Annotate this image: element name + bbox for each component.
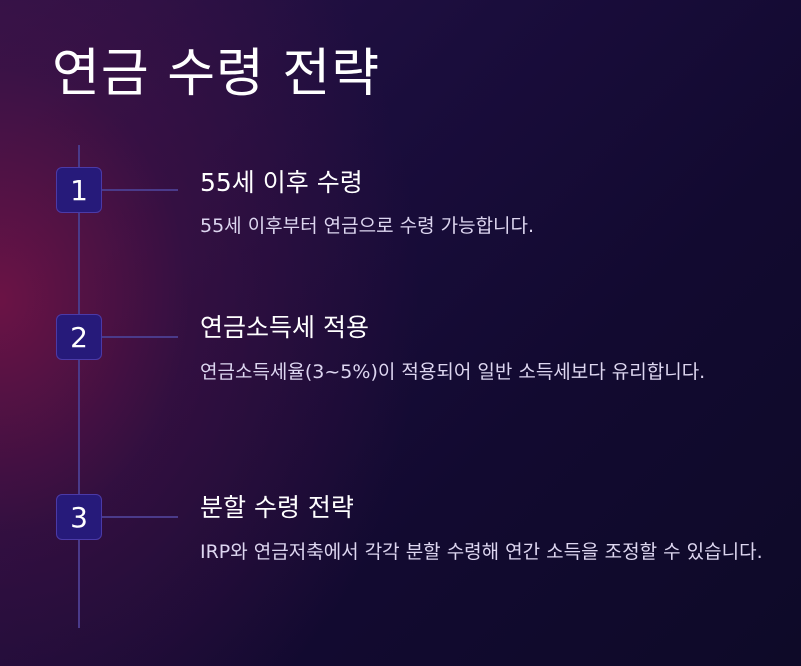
step-description: IRP와 연금저축에서 각각 분할 수령해 연간 소득을 조정할 수 있습니다. (200, 541, 763, 563)
step-connector (102, 516, 178, 518)
step-title: 연금소득세 적용 (200, 313, 369, 342)
step-title: 55세 이후 수령 (200, 168, 363, 197)
step-title: 분할 수령 전략 (200, 493, 354, 522)
page-title: 연금 수령 전략 (52, 44, 381, 104)
step-connector (102, 189, 178, 191)
step-description: 연금소득세율(3~5%)이 적용되어 일반 소득세보다 유리합니다. (200, 361, 706, 383)
step-number-badge: 1 (56, 167, 102, 213)
timeline-line (78, 145, 80, 628)
step-description: 55세 이후부터 연금으로 수령 가능합니다. (200, 215, 535, 237)
step-connector (102, 336, 178, 338)
step-number-badge: 2 (56, 314, 102, 360)
step-number-badge: 3 (56, 494, 102, 540)
